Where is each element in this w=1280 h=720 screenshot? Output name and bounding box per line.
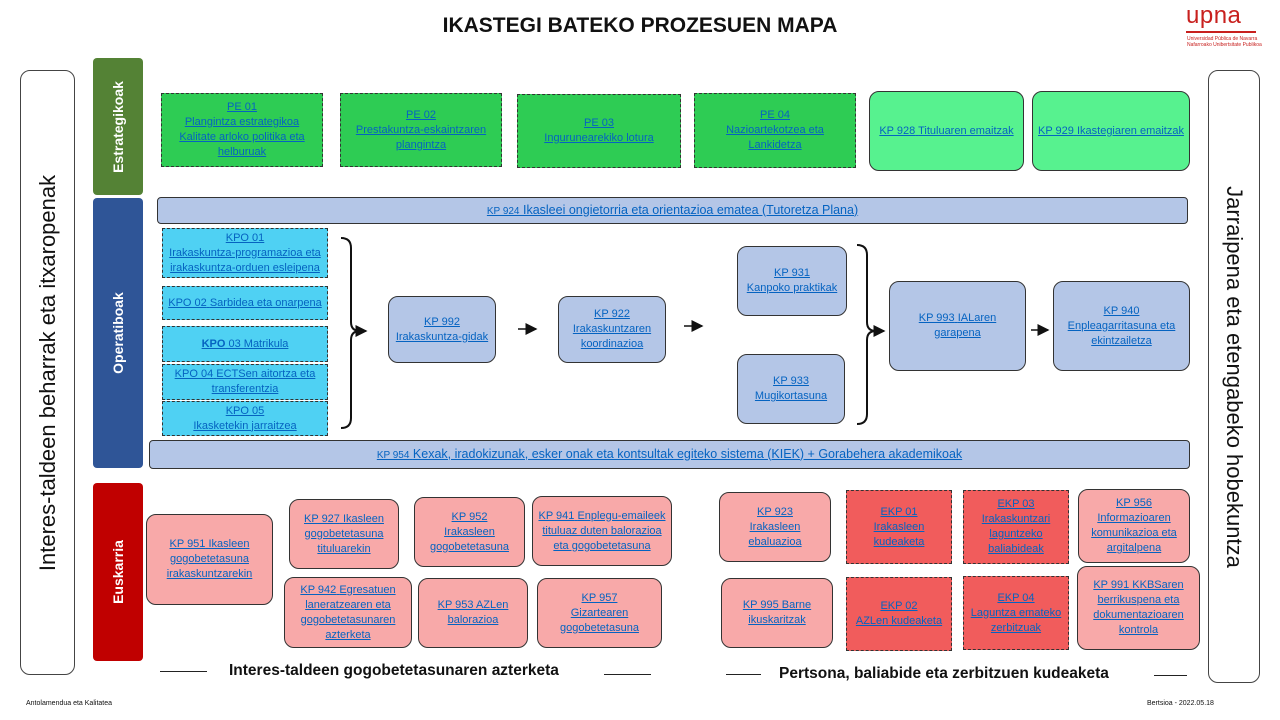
footer-left: Antolamendua eta Kalitatea xyxy=(26,700,113,707)
logo-subtitle-eu: Nafarroako Unibertsitate Publikoa xyxy=(1187,42,1262,48)
support-right-title: Pertsona, baliabide eta zerbitzuen kudea… xyxy=(779,665,1109,682)
divider-left-b xyxy=(604,674,651,675)
divider-right-b xyxy=(1154,675,1187,676)
divider-right-a xyxy=(726,674,761,675)
process-kpo-04[interactable]: KPO 04 ECTSen aitortza eta transferentzi… xyxy=(162,364,328,400)
category-strategic: Estrategikoak xyxy=(93,58,143,195)
side-panel-left: Interes-taldeen beharrak eta itxaropenak xyxy=(20,70,75,675)
page-title: IKASTEGI BATEKO PROZESUEN MAPA xyxy=(442,14,838,37)
process-kpo-02[interactable]: KPO 02 Sarbidea eta onarpena xyxy=(162,286,328,320)
process-kp-954[interactable]: KP 954 Kexak, iradokizunak, esker onak e… xyxy=(149,440,1190,469)
process-kp-951[interactable]: KP 951 Ikasleen gogobetetasuna irakaskun… xyxy=(146,514,273,605)
process-kpo-03[interactable]: KPO 03 Matrikula xyxy=(162,326,328,362)
side-panel-right: Jarraipena eta etengabeko hobekuntza xyxy=(1208,70,1260,683)
process-kp-942[interactable]: KP 942 Egresatuen laneratzearen eta gogo… xyxy=(284,577,412,648)
process-kp-928[interactable]: KP 928 Tituluaren emaitzak xyxy=(869,91,1024,171)
process-kp-929[interactable]: KP 929 Ikastegiaren emaitzak xyxy=(1032,91,1190,171)
process-kp-993[interactable]: KP 993 IALaren garapena xyxy=(889,281,1026,371)
category-support: Euskarria xyxy=(93,483,143,661)
upna-logo: upna xyxy=(1186,2,1242,29)
logo-divider xyxy=(1186,31,1256,33)
divider-left-a xyxy=(160,671,207,672)
process-kp-953[interactable]: KP 953 AZLen balorazioa xyxy=(418,578,528,648)
logo-subtitle-es: Universidad Pública de Navarra xyxy=(1187,36,1258,42)
process-kp-995[interactable]: KP 995 Barne ikuskaritzak xyxy=(721,578,833,648)
process-kp-924[interactable]: KP 924 Ikasleei ongietorria eta orientaz… xyxy=(157,197,1188,224)
brace-practice xyxy=(856,244,877,425)
support-left-title: Interes-taldeen gogobetetasunaren azterk… xyxy=(229,662,559,679)
process-kp-927[interactable]: KP 927 Ikasleen gogobetetasuna tituluare… xyxy=(289,499,399,569)
footer-version: Bertsioa - 2022.05.18 xyxy=(1147,700,1214,707)
process-kp-941[interactable]: KP 941 Enplegu-emaileek tituluaz duten b… xyxy=(532,496,672,566)
brace-kpo xyxy=(340,237,361,429)
category-operational: Operatiboak xyxy=(93,198,143,468)
process-kp-991[interactable]: KP 991 KKBSaren berrikuspena eta dokumen… xyxy=(1077,566,1200,650)
